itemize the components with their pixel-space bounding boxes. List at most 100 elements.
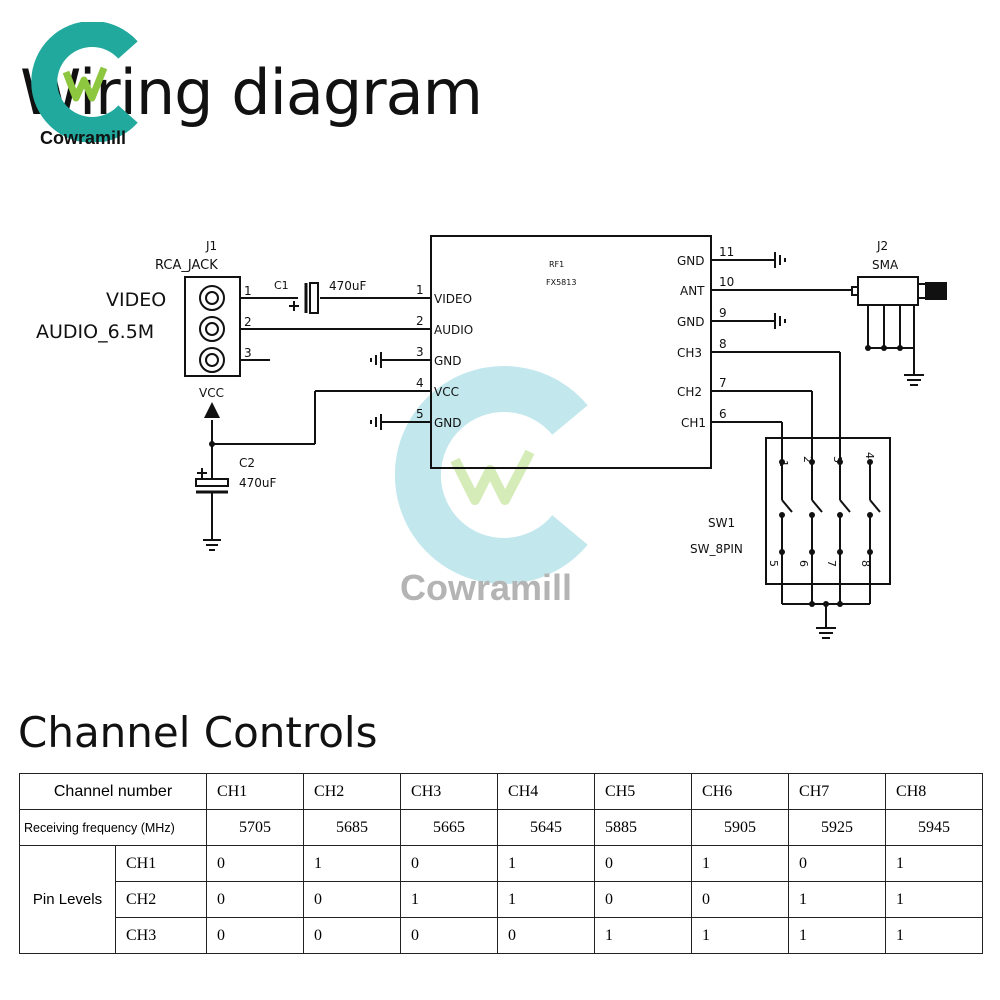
brand-logo-icon: [31, 21, 138, 143]
j1-video-label: VIDEO: [106, 289, 166, 311]
rf-right-pin-name: GND: [677, 315, 705, 329]
table-cell: CH1: [206, 773, 305, 810]
table-row: Pin Levels CH1 0 1 0 1 0 1 0 1: [19, 845, 984, 954]
rf-right-pin-name: ANT: [680, 284, 705, 298]
c1-ref: C1: [274, 279, 289, 292]
c2-ref: C2: [239, 456, 255, 470]
frequency-label: Receiving frequency (MHz): [18, 809, 208, 846]
rf-right-pin-name: CH3: [677, 346, 702, 360]
sw1-pin: 1: [777, 460, 790, 467]
channel-number-label: Channel number: [18, 773, 208, 810]
j1-pin-1: 1: [244, 284, 252, 298]
table-cell: 5665: [400, 809, 499, 846]
table-cell: 5905: [691, 809, 790, 846]
vcc-label: VCC: [199, 386, 224, 400]
j1-pin-3: 3: [244, 346, 252, 360]
j1-ref: J1: [205, 239, 217, 253]
table-cell: 1: [885, 917, 984, 954]
sw1-pin: 6: [797, 560, 810, 567]
table-cell: CH3: [400, 773, 499, 810]
rf-left-pin-num: 2: [416, 314, 424, 328]
table-cell: 1: [788, 917, 887, 954]
brand-name: Cowramill: [40, 128, 127, 148]
sw1-pin: 3: [831, 456, 844, 463]
rf-right-pin-name: CH1: [681, 416, 706, 430]
table-cell: 0: [788, 845, 887, 882]
rf-left-pin-name: VIDEO: [434, 292, 472, 306]
table-cell: 0: [206, 845, 305, 882]
rf1-ref: RF1: [549, 260, 564, 269]
rf-left-pin-num: 4: [416, 376, 424, 390]
sw1-name: SW_8PIN: [690, 542, 743, 556]
j1-audio-label: AUDIO_6.5M: [36, 321, 154, 343]
c2-value: 470uF: [239, 476, 277, 490]
rf-left-pin-name: GND: [434, 416, 462, 430]
rf-left-pin-num: 5: [416, 407, 424, 421]
table-cell: 0: [303, 881, 402, 918]
vcc-arrow-icon: [204, 402, 220, 418]
table-cell: 5925: [788, 809, 887, 846]
c1-value: 470uF: [329, 279, 367, 293]
channel-controls-table: Channel number CH1 CH2 CH3 CH4 CH5 CH6 C…: [18, 773, 984, 954]
table-cell: 5645: [497, 809, 596, 846]
rf-right-pin-name: GND: [677, 254, 705, 268]
pin-name: CH3: [114, 917, 208, 954]
rf-left-pin-name: AUDIO: [434, 323, 473, 337]
pin-levels-label: Pin Levels: [19, 845, 116, 954]
table-cell: 0: [303, 917, 402, 954]
table-cell: 1: [885, 845, 984, 882]
table-cell: 1: [885, 881, 984, 918]
table-cell: CH8: [885, 773, 984, 810]
pin-name: CH2: [114, 881, 208, 918]
rf-left-pin-name: VCC: [434, 385, 459, 399]
watermark: Cowramill: [394, 366, 588, 608]
rf-right-pin-name: CH2: [677, 385, 702, 399]
sw1-pin: 7: [825, 560, 838, 567]
wiring-schematic: Cowramill: [36, 235, 947, 639]
j2-name: SMA: [872, 258, 899, 272]
table-cell: 1: [497, 881, 596, 918]
table-cell: 5705: [206, 809, 305, 846]
section-title: Channel Controls: [18, 708, 378, 757]
table-cell: CH2: [303, 773, 402, 810]
sw1-pin: 5: [767, 560, 780, 567]
rf-left-pin-num: 1: [416, 283, 424, 297]
table-cell: 0: [206, 881, 305, 918]
rf-module-body: [430, 235, 712, 469]
table-cell: CH6: [691, 773, 790, 810]
j2-ref: J2: [876, 239, 888, 253]
table-cell: 0: [691, 881, 790, 918]
table-cell: 5945: [885, 809, 984, 846]
table-cell: 0: [206, 917, 305, 954]
sw1-pin: 4: [863, 452, 876, 459]
rf1-part: FX5813: [546, 278, 576, 287]
table-cell: 0: [400, 917, 499, 954]
rf-right-pin-num: 11: [719, 245, 734, 259]
rf-right-pin-num: 10: [719, 275, 734, 289]
rca-jack-body: [184, 276, 241, 377]
brand-logo: [28, 21, 148, 152]
table-cell: 1: [594, 917, 693, 954]
table-cell: 5885: [594, 809, 693, 846]
rf-right-pin-num: 9: [719, 306, 727, 320]
table-cell: 0: [594, 881, 693, 918]
table-cell: 1: [691, 917, 790, 954]
dip-switch-body: [765, 437, 891, 585]
table-cell: 5685: [303, 809, 402, 846]
watermark-text: Cowramill: [400, 567, 572, 608]
rf-left-pin-name: GND: [434, 354, 462, 368]
table-cell: 0: [400, 845, 499, 882]
table-cell: CH4: [497, 773, 596, 810]
table-cell: 1: [788, 881, 887, 918]
table-cell: 0: [594, 845, 693, 882]
sma-connector-body: [857, 276, 919, 306]
rf-left-pin-num: 3: [416, 345, 424, 359]
rf-right-pin-num: 6: [719, 407, 727, 421]
sw1-pin: 8: [859, 560, 872, 567]
pin-name: CH1: [114, 845, 208, 882]
table-cell: 0: [497, 917, 596, 954]
sw1-ref: SW1: [708, 516, 735, 530]
table-cell: 1: [497, 845, 596, 882]
table-row: Receiving frequency (MHz) 5705 5685 5665…: [18, 809, 984, 846]
j1-name: RCA_JACK: [155, 258, 218, 273]
